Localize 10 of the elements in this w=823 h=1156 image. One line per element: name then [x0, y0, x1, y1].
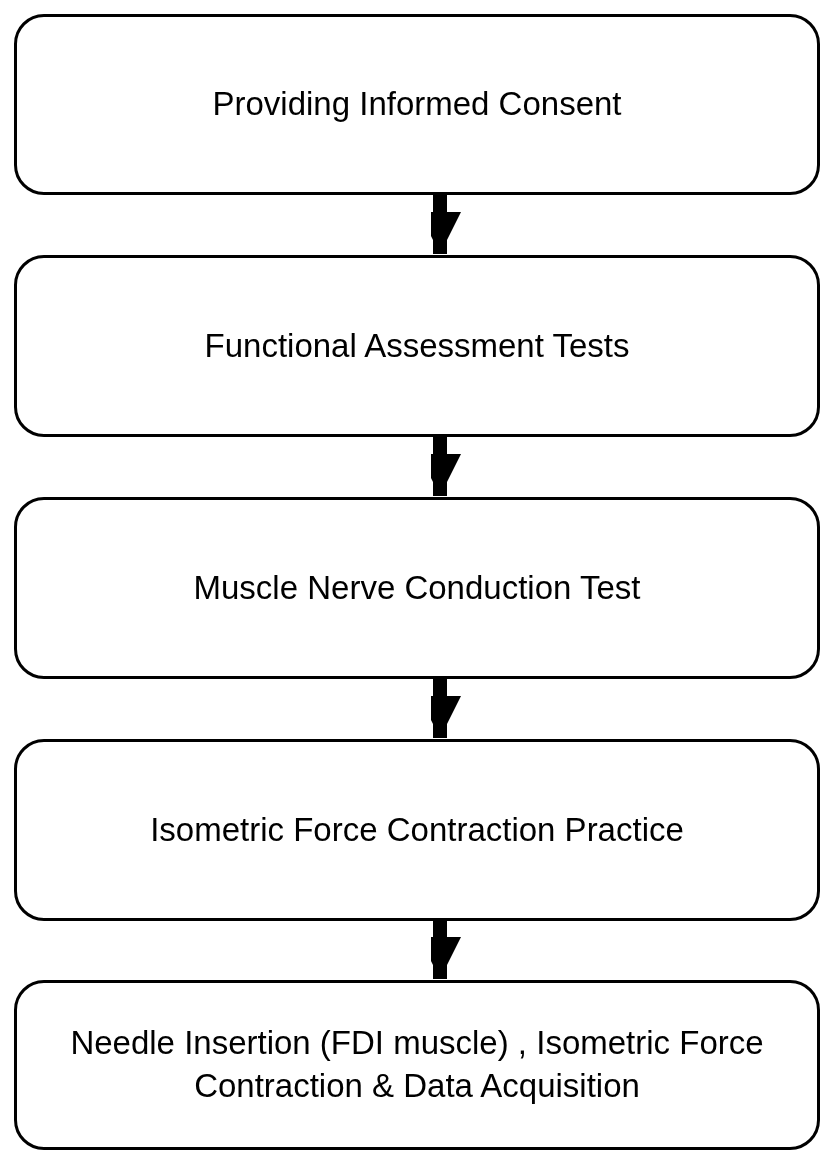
- process-box: [14, 255, 820, 437]
- process-box: [14, 980, 820, 1150]
- step-text: Providing Informed Consent: [212, 84, 622, 125]
- process-box: [14, 739, 820, 921]
- step-text: Functional Assessment Tests: [204, 325, 630, 366]
- process-box: [14, 497, 820, 679]
- step-text: Muscle Nerve Conduction Test: [193, 567, 641, 608]
- step-text: Needle Insertion (FDI muscle) , Isometric Force Contraction & Data Acquisition: [69, 1023, 765, 1106]
- process-box: [14, 14, 820, 195]
- step-text: Isometric Force Contraction Practice: [150, 809, 684, 850]
